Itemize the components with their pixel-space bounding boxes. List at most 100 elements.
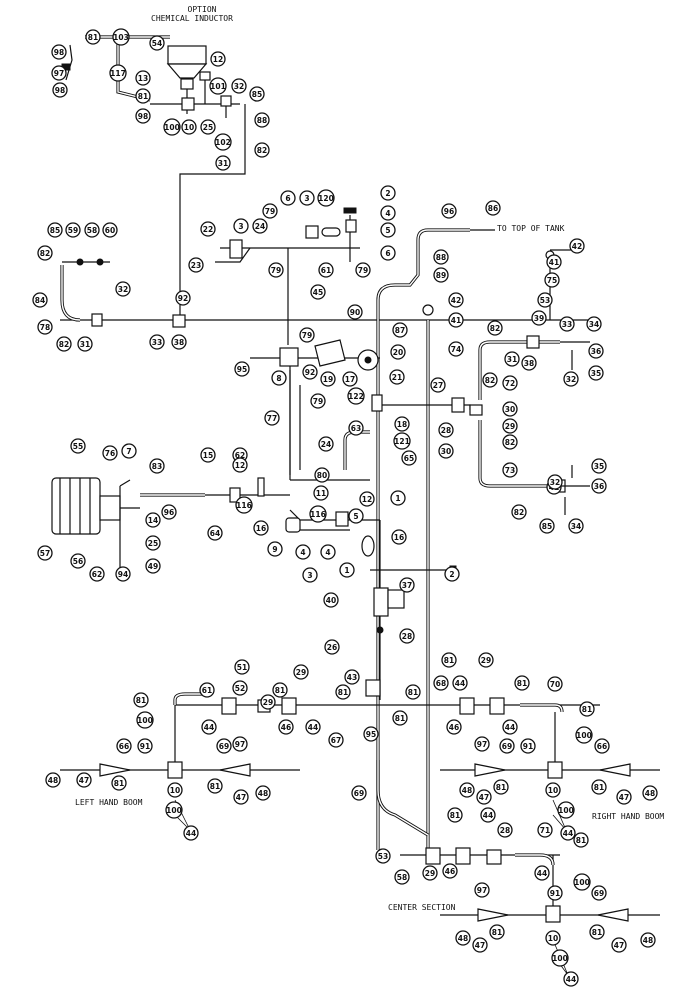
callout-circle (207, 525, 223, 541)
callout-number: 1 (344, 566, 349, 575)
callout-number: 81 (210, 782, 220, 791)
callout-number: 81 (582, 705, 592, 714)
callout-number: 39 (534, 314, 544, 323)
callout-number: 30 (505, 405, 515, 414)
callout-circle (254, 112, 270, 128)
part-callout: 102 (214, 133, 232, 151)
part-callout: 121 (393, 432, 411, 450)
callout-circle (102, 445, 118, 461)
callout-circle (272, 682, 288, 698)
callout-number: 82 (40, 249, 50, 258)
callout-number: 73 (505, 466, 515, 475)
part-callout: 56 (70, 553, 86, 569)
to-top-of-tank-label: TO TOP OF TANK (497, 224, 565, 233)
callout-circle (109, 64, 127, 82)
callout-circle (56, 336, 72, 352)
callout-circle (594, 738, 610, 754)
callout-circle (394, 869, 410, 885)
callout-number: 69 (502, 742, 512, 751)
part-callout: 88 (433, 249, 449, 265)
callout-circle (511, 504, 527, 520)
part-callout: 1 (339, 562, 355, 578)
callout-circle (502, 401, 518, 417)
part-callout: 82 (487, 320, 503, 336)
callout-number: 71 (540, 826, 550, 835)
part-callout: 103 (112, 28, 130, 46)
part-callout: 12 (359, 491, 375, 507)
callout-number: 100 (166, 806, 182, 815)
callout-number: 5 (353, 512, 358, 521)
callout-circle (539, 518, 555, 534)
callout-circle (137, 738, 153, 754)
callout-circle (482, 372, 498, 388)
callout-circle (116, 738, 132, 754)
callout-number: 98 (54, 48, 64, 57)
part-callout: 85 (249, 86, 265, 102)
callout-circle (181, 119, 197, 135)
part-callout: 21 (389, 369, 405, 385)
part-callout: 79 (310, 393, 326, 409)
callout-number: 57 (40, 549, 50, 558)
callout-number: 81 (444, 656, 454, 665)
pump-assembly (51, 477, 290, 578)
part-callout: 35 (591, 458, 607, 474)
callout-number: 88 (257, 116, 267, 125)
callout-number: 90 (350, 308, 360, 317)
part-callout: 44 (534, 865, 550, 881)
callout-circle (264, 410, 280, 426)
callout-number: 10 (170, 786, 180, 795)
callout-number: 66 (597, 742, 607, 751)
part-callout: 81 (85, 29, 101, 45)
callout-circle (521, 355, 537, 371)
callout-circle (560, 825, 576, 841)
callout-circle (37, 545, 53, 561)
callout-number: 79 (302, 331, 312, 340)
callout-circle (547, 474, 563, 490)
callout-number: 103 (113, 33, 129, 42)
callout-number: 101 (210, 82, 226, 91)
main-plumbing (60, 228, 600, 860)
part-callout: 66 (116, 738, 132, 754)
callout-circle (310, 393, 326, 409)
part-callout: 85 (539, 518, 555, 534)
part-callout: 32 (115, 281, 131, 297)
part-callout: 60 (102, 222, 118, 238)
part-callout: 37 (399, 577, 415, 593)
callout-circle (309, 505, 327, 523)
callout-circle (318, 436, 334, 452)
part-callout: 68 (433, 675, 449, 691)
callout-circle (586, 316, 602, 332)
callout-number: 81 (395, 714, 405, 723)
part-callout: 61 (199, 682, 215, 698)
callout-number: 47 (619, 793, 629, 802)
callout-circle (504, 351, 520, 367)
callout-circle (214, 133, 232, 151)
callout-circle (588, 343, 604, 359)
left-hand-boom-label: LEFT HAND BOOM (75, 798, 143, 807)
part-callout: 79 (355, 262, 371, 278)
callout-number: 4 (385, 209, 390, 218)
part-callout: 46 (278, 719, 294, 735)
callout-number: 16 (256, 524, 266, 533)
callout-circle (433, 675, 449, 691)
callout-number: 14 (148, 516, 158, 525)
callout-number: 63 (351, 424, 361, 433)
callout-circle (85, 29, 101, 45)
callout-circle (573, 832, 589, 848)
callout-number: 67 (331, 736, 341, 745)
callout-number: 52 (235, 684, 245, 693)
part-callout: 5 (348, 508, 364, 524)
callout-number: 8 (276, 374, 281, 383)
callout-circle (200, 447, 216, 463)
part-callout: 95 (234, 361, 250, 377)
callout-number: 42 (451, 296, 461, 305)
callout-number: 75 (547, 276, 557, 285)
part-callout: 31 (215, 155, 231, 171)
part-callout: 87 (392, 322, 408, 338)
callout-number: 83 (152, 462, 162, 471)
callout-number: 20 (393, 348, 403, 357)
callout-circle (448, 292, 464, 308)
callout-circle (459, 782, 475, 798)
part-callout: 38 (171, 334, 187, 350)
part-callout: 117 (109, 64, 127, 82)
